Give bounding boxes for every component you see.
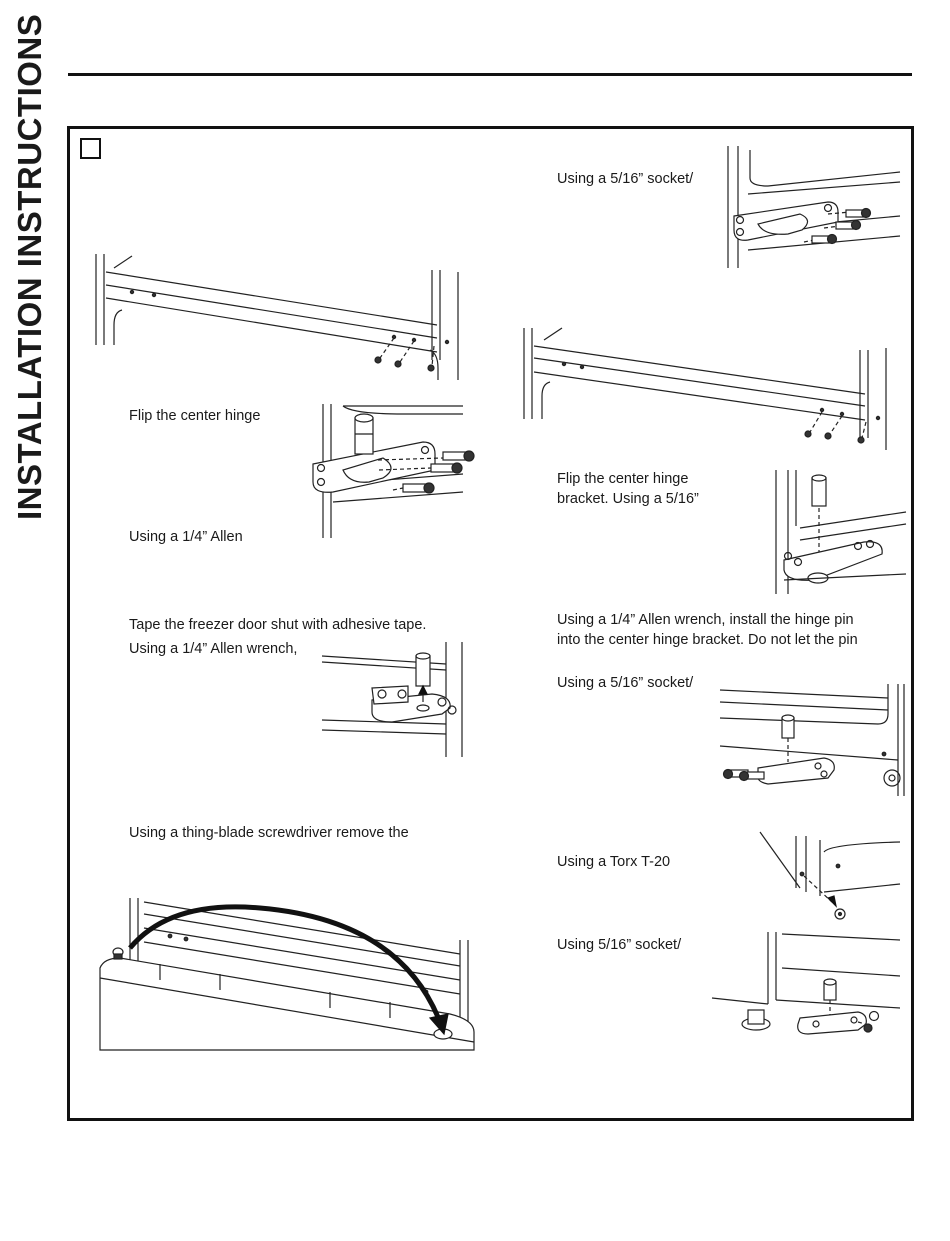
step-allen-text: Using a 1/4” Allen bbox=[129, 529, 243, 545]
step-flip-hinge-text: Flip the center hinge bbox=[129, 408, 261, 424]
door-lift-illustration bbox=[99, 898, 475, 1051]
torx-screw-illustration bbox=[759, 831, 901, 920]
center-hinge-illustration bbox=[312, 404, 475, 538]
step-allen-wrench-text: Using a 1/4” Allen wrench, bbox=[129, 641, 298, 657]
step-hinge-pin-line2: into the center hinge bracket. Do not le… bbox=[557, 632, 858, 648]
cabinet-trim-illustration bbox=[95, 254, 459, 380]
flipped-bracket-illustration bbox=[775, 470, 907, 594]
step-hinge-pin-line1: Using a 1/4” Allen wrench, install the h… bbox=[557, 612, 854, 628]
bottom-hinge-illustration bbox=[719, 684, 905, 796]
header-rule bbox=[68, 73, 912, 76]
hinge-pin-illustration bbox=[321, 642, 463, 757]
cabinet-trim-illustration-right bbox=[523, 327, 887, 450]
step-flip-bracket-line2: bracket. Using a 5/16” bbox=[557, 491, 699, 507]
step-socket-text: Using a 5/16” socket/ bbox=[557, 171, 694, 187]
step-torx-text: Using a Torx T-20 bbox=[557, 854, 671, 870]
step-checkbox[interactable] bbox=[80, 138, 101, 159]
upper-hinge-illustration bbox=[727, 146, 901, 268]
step-screwdriver-text: Using a thing-blade screwdriver remove t… bbox=[129, 825, 409, 841]
step-socket-text-b: Using a 5/16” socket/ bbox=[557, 675, 694, 691]
leveling-leg-illustration bbox=[711, 932, 901, 1035]
side-title: INSTALLATION INSTRUCTIONS bbox=[11, 13, 48, 520]
instructions-frame bbox=[67, 126, 914, 1121]
step-tape-text: Tape the freezer door shut with adhesive… bbox=[129, 617, 427, 633]
step-flip-bracket-line1: Flip the center hinge bbox=[557, 471, 689, 487]
step-socket-text-c: Using 5/16” socket/ bbox=[557, 937, 682, 953]
